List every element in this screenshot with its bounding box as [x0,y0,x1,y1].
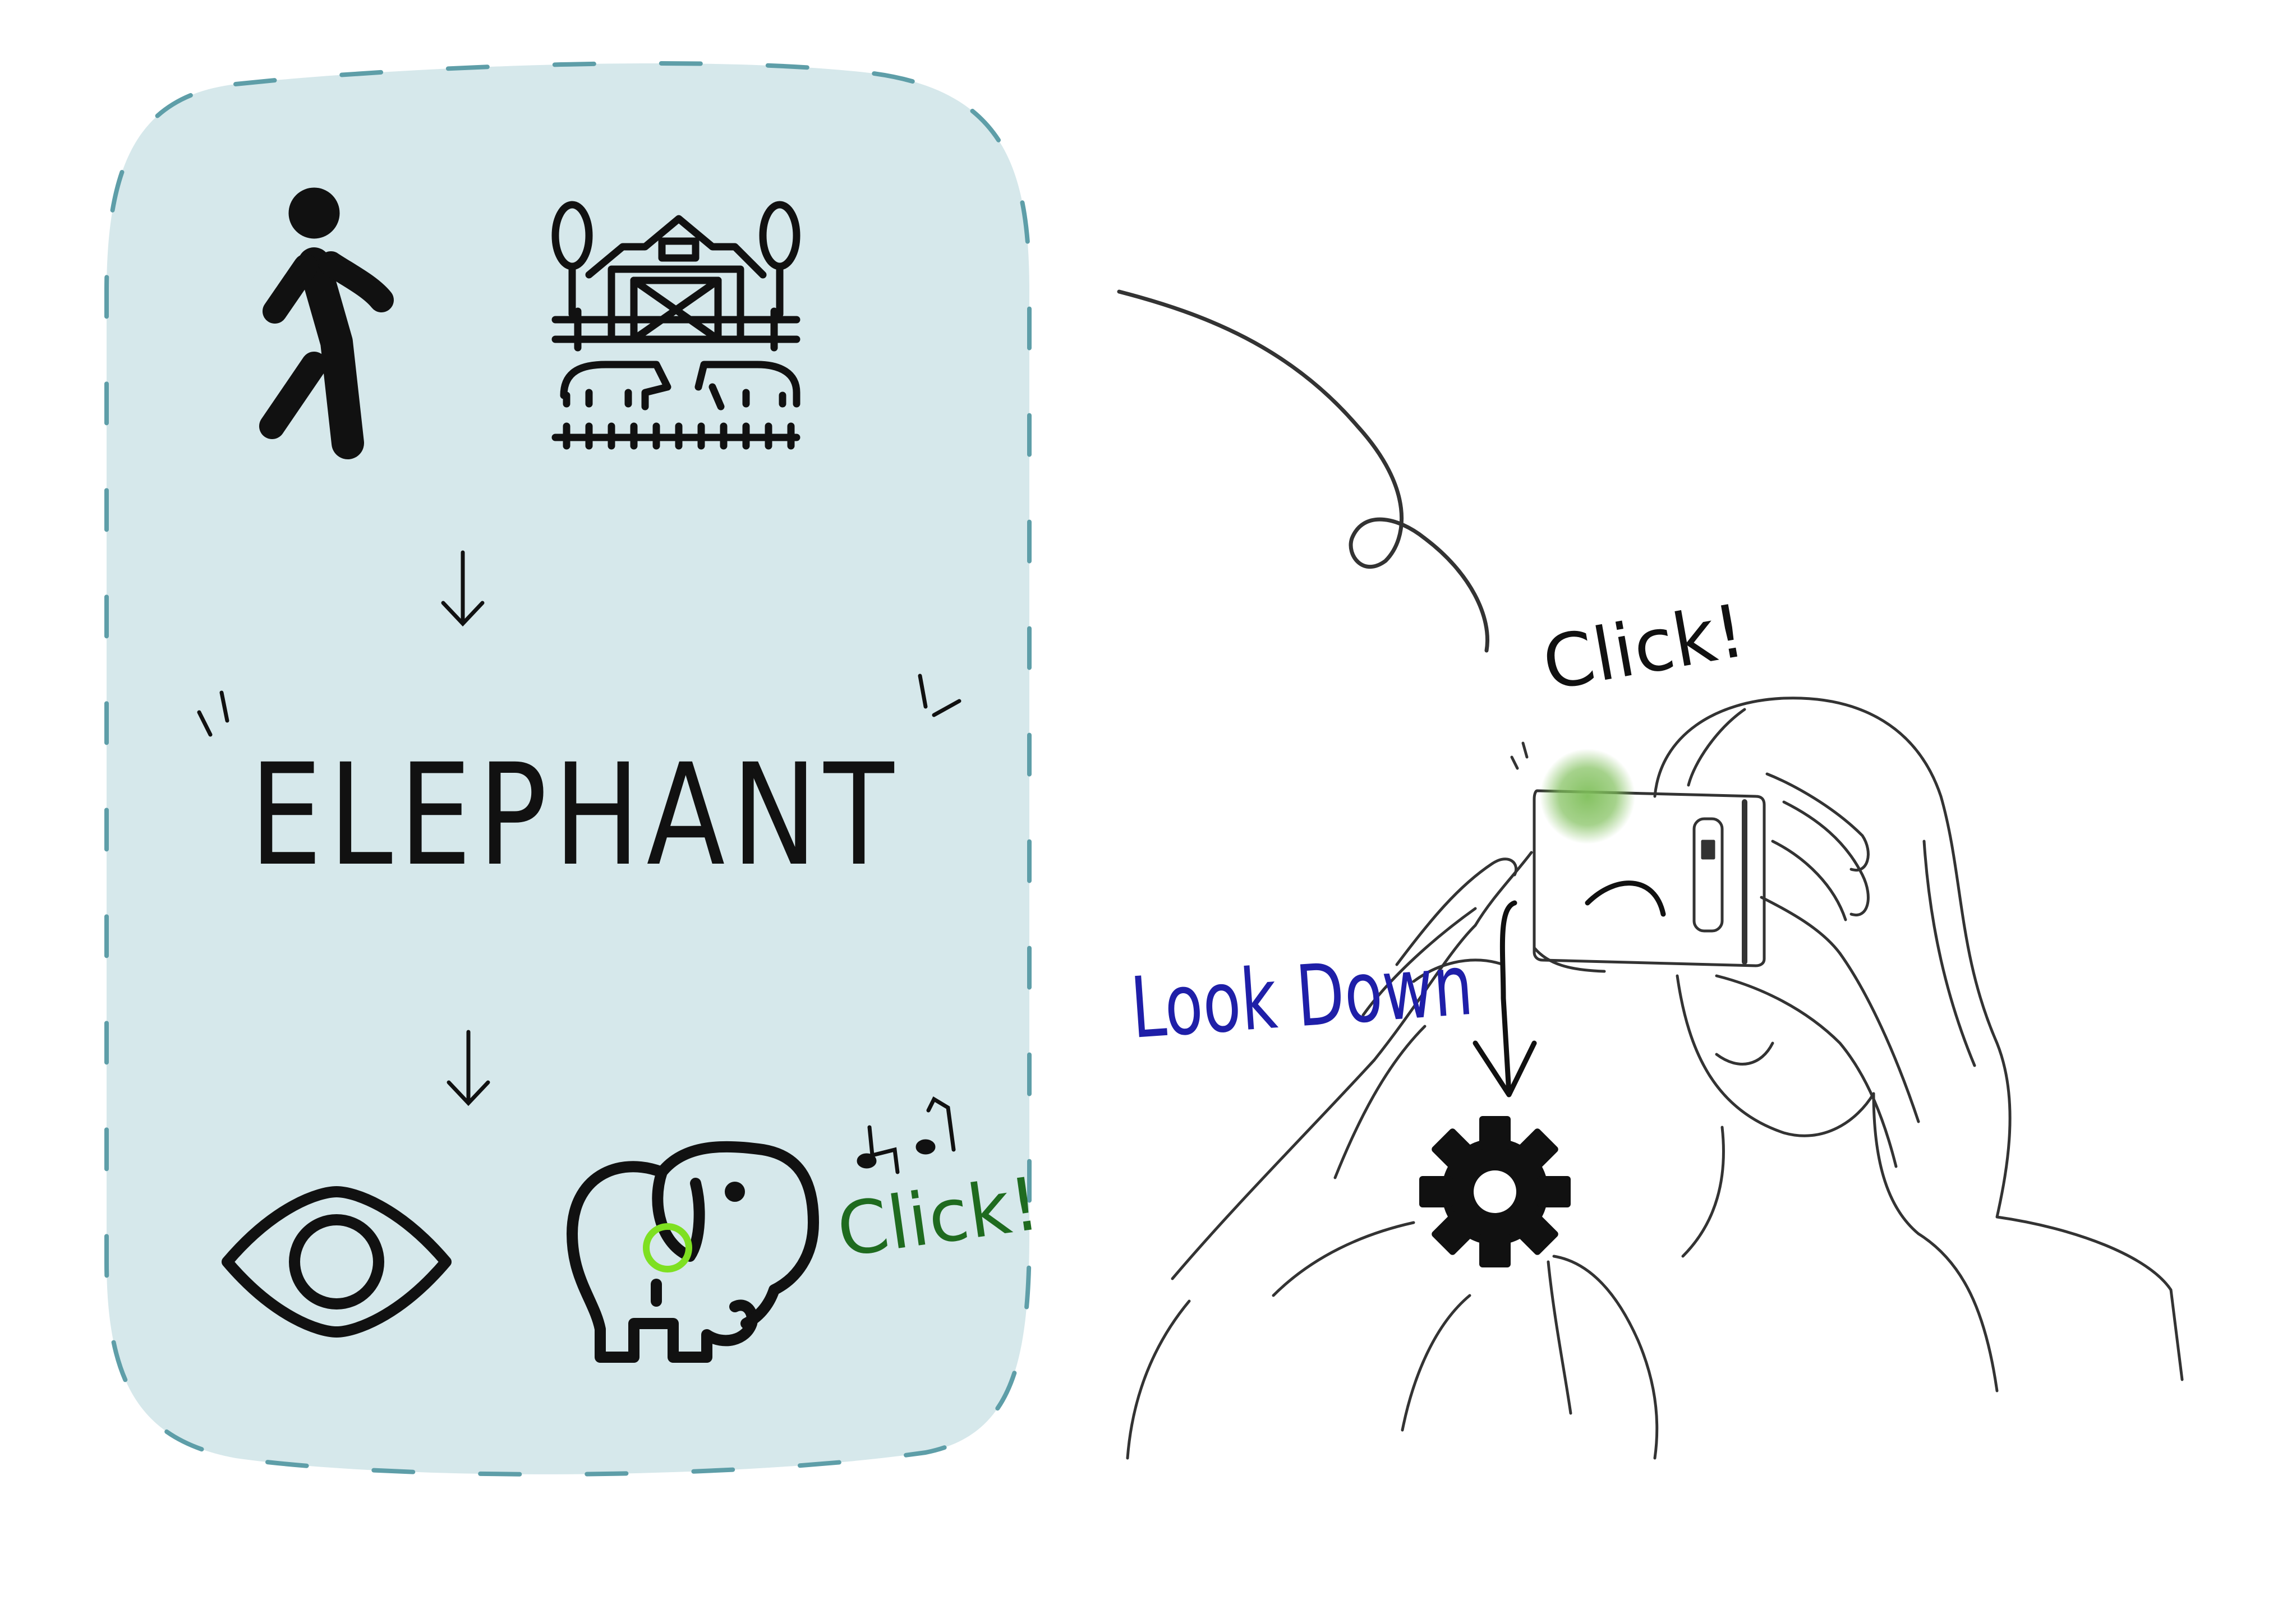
walking-person-icon [259,187,394,459]
word-label: ELEPHANT [250,734,900,897]
button-glow [1540,749,1635,844]
look-down-arrow [1473,880,1666,1098]
quote-marks [197,674,961,737]
music-notes-icon [857,1096,956,1174]
down-arrow-2 [447,1030,490,1106]
look-down-label: Look Down [1128,937,1476,1058]
spoken-word: ELEPHANT [197,674,961,897]
gaze-target-ring [643,1223,692,1272]
panel-dashed-border [104,61,1032,1477]
connector-curve [1117,289,1489,653]
gear-icon [1419,1116,1571,1267]
farm-barn-icon [551,201,800,450]
person-with-viewer-sketch [1126,697,2184,1460]
scene-click-label: Click! [1536,588,1751,707]
down-arrow-1 [441,550,485,627]
eye-icon [222,1186,452,1338]
